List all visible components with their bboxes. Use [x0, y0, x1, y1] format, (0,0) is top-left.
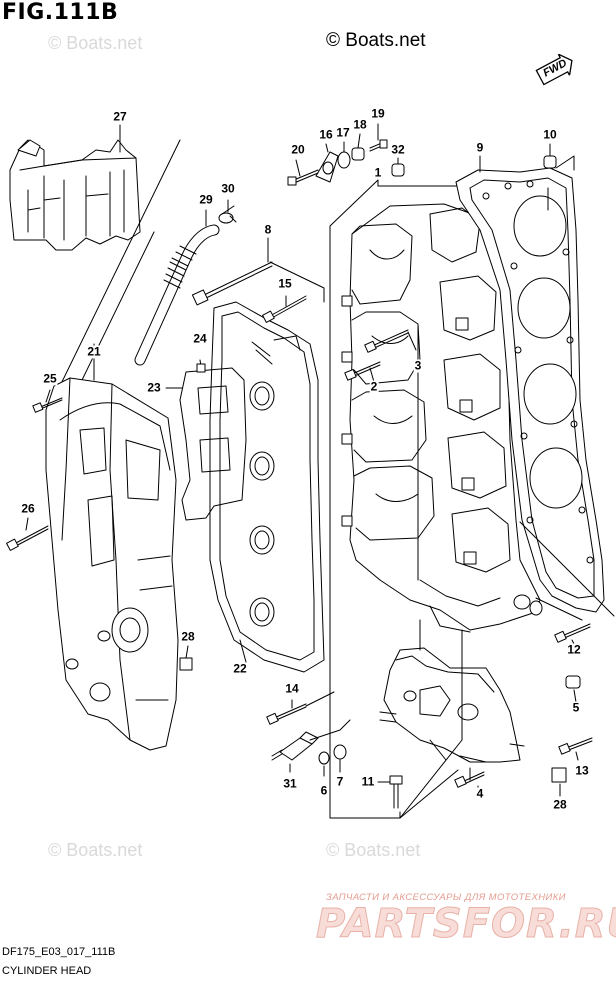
part-28-nut-right	[551, 767, 567, 797]
part-17-o-ring	[337, 141, 351, 169]
part-27-cover-shield	[9, 139, 141, 251]
callout-19: 19	[370, 106, 386, 121]
callout-8: 8	[263, 222, 273, 237]
callout-13: 13	[574, 763, 590, 778]
callout-30: 30	[220, 181, 236, 196]
callout-12: 12	[566, 642, 582, 657]
callout-28-left: 28	[180, 629, 196, 644]
stamp-tagline: ЗАПЧАСТИ И АКСЕССУАРЫ ДЛЯ МОТОТЕХНИКИ	[326, 892, 566, 903]
part-9-head-gasket	[455, 155, 605, 613]
stamp-logo: PARTSFOR.RU	[315, 901, 616, 948]
part-32-plug	[391, 157, 405, 177]
callout-32: 32	[390, 142, 406, 157]
part-25-bolt	[32, 389, 63, 413]
callout-20: 20	[290, 142, 306, 157]
callout-6: 6	[319, 783, 329, 798]
part-22-gasket	[209, 301, 325, 673]
part-13-bolt	[558, 737, 593, 761]
callout-3: 3	[413, 358, 423, 373]
part-28-nut-left	[179, 645, 193, 671]
watermark-bottom-right: © Boats.net	[326, 840, 421, 860]
diagram-title: CYLINDER HEAD	[2, 965, 92, 977]
copyright-notice: © Boats.net	[326, 30, 426, 51]
part-4-bolt	[454, 771, 485, 791]
part-10-dowel	[543, 143, 575, 171]
callout-21: 21	[86, 344, 102, 359]
fwd-arrow-icon: FWD	[534, 49, 579, 88]
part-6-washer	[318, 751, 330, 777]
callout-27: 27	[112, 109, 128, 124]
part-26-bolt	[6, 517, 49, 551]
figure-title: FIG.111B	[2, 0, 119, 25]
callout-7: 7	[335, 774, 345, 789]
callout-16: 16	[318, 127, 334, 142]
part-15-bolt	[262, 295, 307, 323]
part-8-bolt	[191, 237, 325, 306]
callout-31: 31	[282, 776, 298, 791]
part-16-sensor-bracket	[315, 143, 339, 183]
part-12-bolt	[535, 597, 591, 645]
callout-10: 10	[542, 127, 558, 142]
part-2-bolt	[344, 361, 381, 383]
part-19-bolt	[369, 123, 388, 152]
callout-18: 18	[352, 117, 368, 132]
diagram-code: DF175_E03_017_111B	[2, 946, 116, 958]
callout-29: 29	[198, 192, 214, 207]
callout-9: 9	[475, 140, 485, 155]
part-20-bolt	[287, 159, 319, 186]
callout-5: 5	[571, 700, 581, 715]
part-24-bolt	[196, 363, 206, 373]
part-14-bolt	[266, 691, 335, 725]
part-5-dowel	[565, 675, 581, 703]
callout-24: 24	[192, 331, 208, 346]
callout-14: 14	[284, 681, 300, 696]
part-30-clamp	[218, 199, 237, 224]
callout-15: 15	[277, 276, 293, 291]
callout-25: 25	[42, 371, 58, 386]
callout-4: 4	[475, 786, 485, 801]
part-1-lower-head-section	[379, 619, 525, 781]
callout-11: 11	[360, 774, 376, 789]
callout-28-right: 28	[552, 797, 568, 812]
callout-2: 2	[369, 379, 379, 394]
callout-26: 26	[20, 501, 36, 516]
callout-1: 1	[373, 165, 383, 180]
part-11-stud	[377, 775, 403, 809]
part-3-bolt	[364, 329, 417, 353]
watermark-top-left: © Boats.net	[48, 33, 143, 53]
callout-23: 23	[146, 380, 162, 395]
part-18-seal	[351, 133, 365, 161]
part-31-temp-sensor	[271, 731, 319, 773]
callout-22: 22	[232, 661, 248, 676]
part-21-head-cover	[45, 343, 179, 751]
part-23-plate	[165, 359, 247, 521]
part-29-hose	[134, 209, 220, 366]
watermark-bottom-left: © Boats.net	[48, 840, 143, 860]
part-7-gasket	[333, 744, 347, 773]
part-1-cylinder-head	[329, 179, 549, 819]
callout-17: 17	[335, 125, 351, 140]
